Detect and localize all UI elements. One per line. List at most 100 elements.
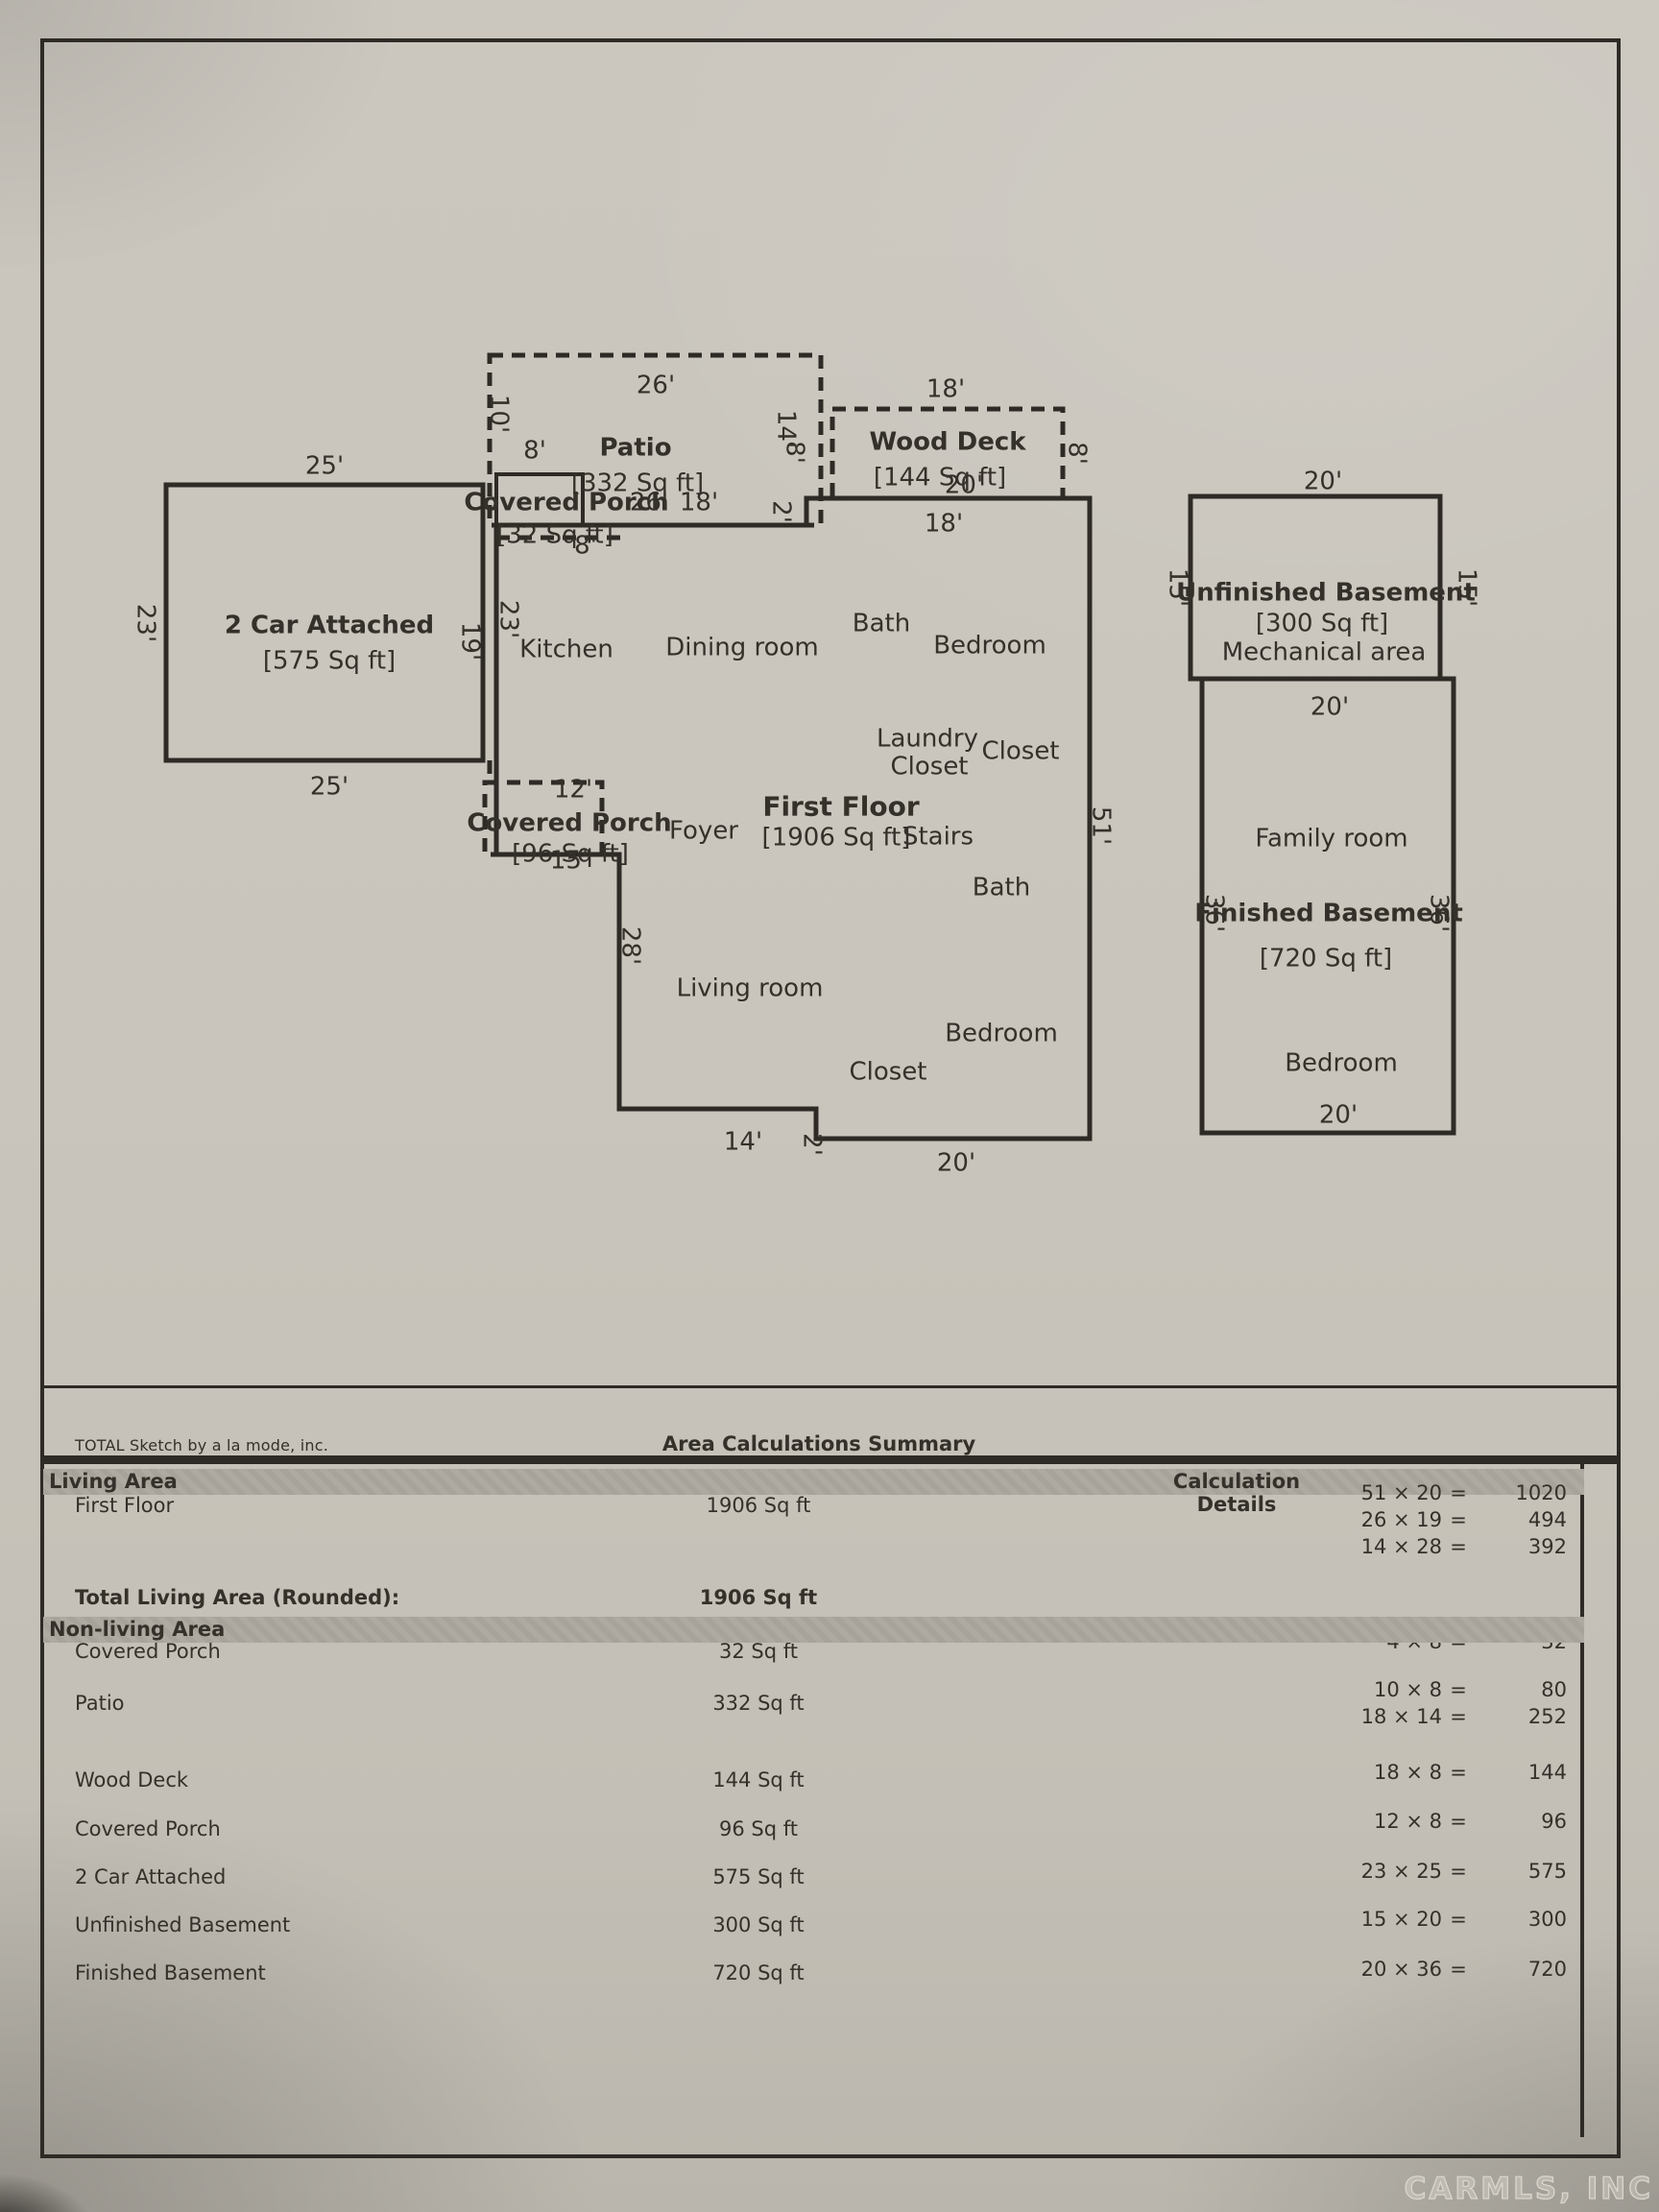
room-label: Unfinished Basement bbox=[1176, 578, 1476, 608]
room-label: Kitchen bbox=[519, 635, 613, 664]
room-label: Bedroom bbox=[933, 631, 1046, 661]
dimension-label: [96 Sq ft] bbox=[512, 839, 629, 869]
dimension-label: 28' bbox=[615, 926, 645, 966]
area-row-label: Unfinished Basement bbox=[75, 1913, 291, 1936]
calc-expression: 26 × 19 bbox=[1360, 1508, 1442, 1531]
dimension-label: 8' bbox=[523, 436, 546, 466]
room-label: First Floor bbox=[762, 790, 920, 823]
dimension-label: 23' bbox=[493, 599, 523, 639]
area-row-value: 96 Sq ft bbox=[719, 1817, 798, 1840]
calc-equals: = bbox=[1450, 1481, 1467, 1504]
room-label: Closet bbox=[849, 1057, 927, 1087]
dimension-label: [1906 Sq ft] bbox=[761, 823, 911, 853]
calc-equals: = bbox=[1450, 1705, 1467, 1728]
calc-equals: = bbox=[1450, 1678, 1467, 1701]
dimension-label: 19' bbox=[455, 621, 485, 661]
calc-expression: 20 × 36 bbox=[1360, 1958, 1442, 1981]
area-row-label: 2 Car Attached bbox=[75, 1865, 227, 1888]
calculation-line: 12 × 8=96 bbox=[1327, 1810, 1567, 1833]
dimension-label: 18' bbox=[924, 509, 964, 539]
calc-expression: 51 × 20 bbox=[1360, 1481, 1442, 1504]
dimension-label: 25' bbox=[304, 451, 345, 481]
dimension-label: [144 Sq ft] bbox=[873, 463, 1007, 493]
summary-title: Area Calculations Summary bbox=[661, 1432, 976, 1455]
calc-result: 575 bbox=[1527, 1860, 1567, 1883]
room-label: Covered Porch bbox=[467, 808, 672, 838]
calculation-line: 15 × 20=300 bbox=[1327, 1908, 1567, 1931]
calc-result: 1020 bbox=[1515, 1481, 1567, 1504]
calculation-line: 18 × 14=252 bbox=[1327, 1705, 1567, 1728]
area-row-label: Covered Porch bbox=[75, 1817, 221, 1840]
room-label: Finished Basement bbox=[1194, 899, 1463, 928]
living-area-header-bar: Living Area Calculation Details bbox=[43, 1469, 1584, 1516]
area-row-value: 332 Sq ft bbox=[712, 1692, 805, 1715]
dimension-label: 8' bbox=[780, 441, 809, 464]
room-label: Patio bbox=[599, 433, 672, 463]
calc-equals: = bbox=[1450, 1535, 1467, 1558]
calc-expression: 18 × 14 bbox=[1360, 1705, 1442, 1728]
dimension-label: 18' bbox=[926, 374, 966, 404]
non-living-area-header: Non-living Area bbox=[49, 1618, 226, 1641]
living-area-header: Living Area bbox=[49, 1470, 178, 1493]
summary-divider-thick bbox=[40, 1455, 1621, 1464]
dimension-label: 12' bbox=[553, 775, 593, 805]
dimension-label: 8' bbox=[574, 531, 597, 561]
area-row-value: 32 Sq ft bbox=[719, 1640, 798, 1663]
calc-equals: = bbox=[1450, 1761, 1467, 1784]
room-label: Laundry bbox=[877, 724, 978, 754]
non-living-area-header-bar: Non-living Area bbox=[43, 1617, 1584, 1643]
sketch-brand-text: TOTAL Sketch by a la mode, inc. bbox=[75, 1436, 328, 1455]
area-row-label: Wood Deck bbox=[75, 1768, 189, 1791]
calc-expression: 14 × 28 bbox=[1360, 1535, 1442, 1558]
room-label: Wood Deck bbox=[869, 427, 1026, 457]
room-label: Bath bbox=[972, 873, 1031, 902]
dimension-label: 2' bbox=[797, 1133, 827, 1156]
calculation-line: 20 × 36=720 bbox=[1327, 1958, 1567, 1981]
calc-expression: 10 × 8 bbox=[1373, 1678, 1442, 1701]
summary-right-border bbox=[1580, 1455, 1584, 2137]
room-label: Closet bbox=[981, 736, 1060, 766]
calc-equals: = bbox=[1450, 1958, 1467, 1981]
dimension-label: 20' bbox=[944, 470, 984, 500]
dimension-label: 26' bbox=[629, 488, 669, 517]
covered-porch-rear-outline bbox=[494, 472, 585, 527]
dimension-label: 23' bbox=[131, 603, 160, 643]
carmls-watermark: CARMLS, INC bbox=[1404, 2171, 1653, 2206]
room-label: Closet bbox=[890, 752, 969, 781]
area-row-label: First Floor bbox=[75, 1494, 175, 1517]
garage-outline bbox=[163, 482, 486, 763]
page-border bbox=[40, 38, 1621, 2158]
calculation-details-header: Calculation Details bbox=[1172, 1470, 1301, 1516]
calc-expression: 18 × 8 bbox=[1373, 1761, 1442, 1784]
dimension-label: [575 Sq ft] bbox=[262, 646, 397, 676]
dimension-label: [720 Sq ft] bbox=[1259, 944, 1393, 974]
room-label: Bath bbox=[852, 609, 911, 638]
calc-equals: = bbox=[1450, 1860, 1467, 1883]
room-label: Dining room bbox=[665, 633, 819, 662]
dimension-label: 20' bbox=[936, 1148, 976, 1178]
room-label: Stairs bbox=[902, 822, 974, 852]
area-row-value: 720 Sq ft bbox=[712, 1961, 805, 1984]
dimension-label: [332 Sq ft] bbox=[570, 469, 705, 498]
area-row-value: 1906 Sq ft bbox=[706, 1494, 811, 1517]
dimension-label: 2 Car Attached bbox=[224, 611, 435, 640]
calculation-line: 10 × 8=80 bbox=[1327, 1678, 1567, 1701]
dimension-label: 10' bbox=[484, 394, 514, 434]
dimension-label: 20' bbox=[1303, 467, 1343, 496]
dimension-label: [32 Sq ft] bbox=[496, 520, 613, 550]
dimension-label: 15' bbox=[549, 846, 589, 876]
area-row-value: 575 Sq ft bbox=[712, 1865, 805, 1888]
room-label: Mechanical area bbox=[1221, 637, 1427, 667]
total-living-area-label: Total Living Area (Rounded): bbox=[75, 1586, 400, 1609]
room-label: Bedroom bbox=[1285, 1048, 1398, 1078]
room-label: Bedroom bbox=[945, 1019, 1058, 1048]
dimension-label: 2' bbox=[766, 500, 796, 523]
dimension-label: 51' bbox=[1086, 805, 1116, 846]
room-label: Living room bbox=[676, 974, 824, 1003]
calc-result: 392 bbox=[1527, 1535, 1567, 1558]
dimension-label: 26' bbox=[636, 371, 676, 400]
area-row-value: 144 Sq ft bbox=[712, 1768, 805, 1791]
calculation-line: 23 × 25=575 bbox=[1327, 1860, 1567, 1883]
